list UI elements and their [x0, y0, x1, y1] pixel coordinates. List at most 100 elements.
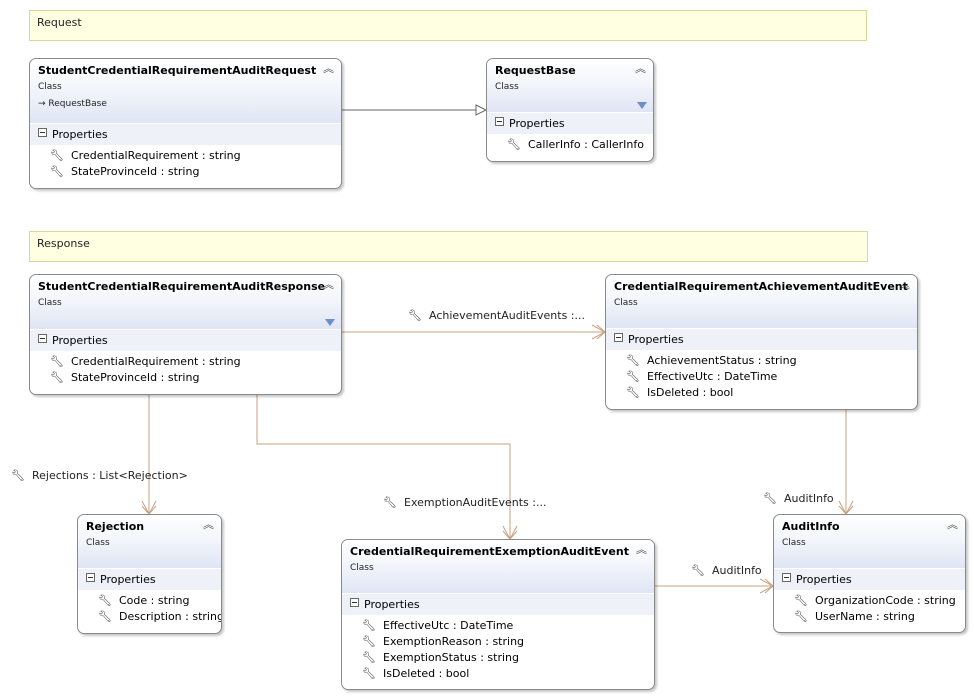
double-chevron-up-icon[interactable]: ︽: [899, 278, 910, 291]
property-row[interactable]: 🔧︎Description : string: [78, 609, 221, 625]
assoc-label-exemption[interactable]: 🔧︎ ExemptionAuditEvents :...: [383, 496, 546, 509]
minus-box-icon[interactable]: [495, 117, 504, 126]
properties-section-header[interactable]: Properties: [774, 568, 965, 590]
class-stereotype: Class: [782, 538, 806, 548]
request-note[interactable]: Request: [29, 10, 867, 41]
assoc-label-text: ExemptionAuditEvents :...: [404, 496, 547, 509]
properties-list: 🔧︎ EffectiveUtc : DateTime 🔧︎ExemptionRea…: [342, 615, 654, 686]
class-header[interactable]: CredentialRequirementAchievementAuditEve…: [606, 275, 917, 328]
class-stereotype: Class: [614, 298, 638, 308]
double-chevron-up-icon[interactable]: ︽: [323, 278, 334, 291]
wrench-icon: 🔧︎: [362, 619, 376, 632]
property-row[interactable]: 🔧︎CredentialRequirement : string: [30, 148, 341, 164]
response-note-text: Response: [37, 237, 90, 250]
property-label: IsDeleted : bool: [383, 667, 470, 680]
double-chevron-up-icon[interactable]: ︽: [203, 518, 214, 531]
assoc-label-rejections[interactable]: 🔧︎ Rejections : List<Rejection>: [11, 469, 188, 482]
class-header[interactable]: StudentCredentialRequirementAuditRespons…: [30, 275, 341, 329]
class-stereotype: Class: [350, 563, 374, 573]
properties-section-header[interactable]: Properties: [487, 112, 653, 134]
assoc-line-exemption: [256, 394, 511, 539]
section-label: Properties: [509, 117, 565, 130]
property-label: StateProvinceId : string: [71, 165, 200, 178]
properties-section-header[interactable]: Properties: [606, 328, 917, 350]
class-name: AuditInfo: [782, 520, 840, 533]
class-audit-response[interactable]: StudentCredentialRequirementAuditRespons…: [29, 274, 342, 395]
double-chevron-up-icon[interactable]: ︽: [323, 62, 334, 75]
properties-section-header[interactable]: Properties: [342, 593, 654, 615]
assoc-label-text: Rejections : List<Rejection>: [32, 469, 188, 482]
class-audit-request[interactable]: StudentCredentialRequirementAuditRequest…: [29, 58, 342, 189]
minus-box-icon[interactable]: [38, 334, 47, 343]
property-row[interactable]: 🔧︎CallerInfo : CallerInfo: [487, 137, 653, 153]
wrench-icon: 🔧︎: [50, 371, 64, 384]
property-row[interactable]: 🔧︎ StateProvinceId : string: [30, 164, 341, 180]
property-row[interactable]: 🔧︎IsDeleted : bool: [342, 666, 654, 682]
property-row[interactable]: 🔧︎AchievementStatus : string: [606, 353, 917, 369]
wrench-icon: 🔧︎: [626, 354, 640, 367]
class-header[interactable]: StudentCredentialRequirementAuditRequest…: [30, 59, 341, 123]
filter-icon[interactable]: [325, 319, 335, 326]
property-row[interactable]: 🔧︎UserName : string: [774, 609, 965, 625]
properties-section-header[interactable]: Properties: [78, 568, 221, 590]
minus-box-icon[interactable]: [86, 573, 95, 582]
class-achievement-event[interactable]: CredentialRequirementAchievementAuditEve…: [605, 274, 918, 410]
response-note[interactable]: Response: [29, 231, 868, 262]
inheritance-arrowhead: [475, 104, 488, 116]
request-note-text: Request: [37, 16, 82, 29]
property-label: Description : string: [119, 610, 222, 623]
property-row[interactable]: 🔧︎OrganizationCode : string: [774, 593, 965, 609]
wrench-icon: 🔧︎: [691, 564, 705, 577]
wrench-icon: 🔧︎: [794, 594, 808, 607]
properties-list: 🔧︎CredentialRequirement : string 🔧︎State…: [30, 351, 341, 390]
class-request-base[interactable]: RequestBase Class ︽ Properties 🔧︎CallerI…: [486, 58, 654, 162]
class-audit-info[interactable]: AuditInfo Class ︽ Properties 🔧︎Organizat…: [773, 514, 966, 633]
property-row[interactable]: 🔧︎StateProvinceId : string: [30, 370, 341, 386]
section-label: Properties: [100, 573, 156, 586]
properties-list: 🔧︎OrganizationCode : string 🔧︎UserName :…: [774, 590, 965, 629]
wrench-icon: 🔧︎: [383, 496, 397, 509]
properties-section-header[interactable]: Properties: [30, 329, 341, 351]
double-chevron-up-icon[interactable]: ︽: [635, 62, 646, 75]
assoc-label-achievement[interactable]: 🔧︎ AchievementAuditEvents :...: [408, 309, 585, 322]
assoc-label-auditinfo-2[interactable]: 🔧︎AuditInfo: [691, 564, 762, 577]
assoc-label-text: AchievementAuditEvents :...: [429, 309, 586, 322]
property-row[interactable]: 🔧︎IsDeleted : bool: [606, 385, 917, 401]
class-rejection[interactable]: Rejection Class ︽ Properties 🔧︎Code : st…: [77, 514, 222, 634]
class-header[interactable]: AuditInfo Class ︽: [774, 515, 965, 568]
properties-list: 🔧︎Code : string 🔧︎Description : string: [78, 590, 221, 629]
filter-icon[interactable]: [637, 102, 647, 109]
wrench-icon: 🔧︎: [50, 165, 64, 178]
properties-list: 🔧︎AchievementStatus : string 🔧︎Effective…: [606, 350, 917, 405]
class-exemption-event[interactable]: CredentialRequirementExemptionAuditEvent…: [341, 539, 655, 690]
class-header[interactable]: Rejection Class ︽: [78, 515, 221, 568]
wrench-icon: 🔧︎: [408, 309, 422, 322]
property-row[interactable]: 🔧︎ExemptionReason : string: [342, 634, 654, 650]
property-label: CallerInfo : CallerInfo: [528, 138, 644, 151]
assoc-label-text: AuditInfo: [784, 492, 834, 505]
wrench-icon: 🔧︎: [11, 469, 25, 482]
property-label: EffectiveUtc : DateTime: [383, 619, 514, 632]
property-label: ExemptionStatus : string: [383, 651, 519, 664]
property-row[interactable]: 🔧︎CredentialRequirement : string: [30, 354, 341, 370]
property-row[interactable]: 🔧︎ExemptionStatus : string: [342, 650, 654, 666]
double-chevron-up-icon[interactable]: ︽: [636, 543, 647, 556]
properties-section-header[interactable]: Properties: [30, 123, 341, 145]
base-class-label: → RequestBase: [38, 99, 333, 109]
section-label: Properties: [364, 598, 420, 611]
property-row[interactable]: 🔧︎ EffectiveUtc : DateTime: [342, 618, 654, 634]
property-row[interactable]: 🔧︎EffectiveUtc : DateTime: [606, 369, 917, 385]
minus-box-icon[interactable]: [350, 598, 359, 607]
minus-box-icon[interactable]: [614, 333, 623, 342]
property-row[interactable]: 🔧︎Code : string: [78, 593, 221, 609]
minus-box-icon[interactable]: [782, 573, 791, 582]
class-name: CredentialRequirementExemptionAuditEvent: [350, 545, 629, 558]
double-chevron-up-icon[interactable]: ︽: [947, 518, 958, 531]
wrench-icon: 🔧︎: [626, 386, 640, 399]
property-label: Code : string: [119, 594, 190, 607]
class-name: CredentialRequirementAchievementAuditEve…: [614, 280, 908, 293]
class-header[interactable]: CredentialRequirementExemptionAuditEvent…: [342, 540, 654, 593]
minus-box-icon[interactable]: [38, 128, 47, 137]
assoc-label-auditinfo-1[interactable]: 🔧︎AuditInfo: [763, 492, 834, 505]
class-header[interactable]: RequestBase Class ︽: [487, 59, 653, 112]
